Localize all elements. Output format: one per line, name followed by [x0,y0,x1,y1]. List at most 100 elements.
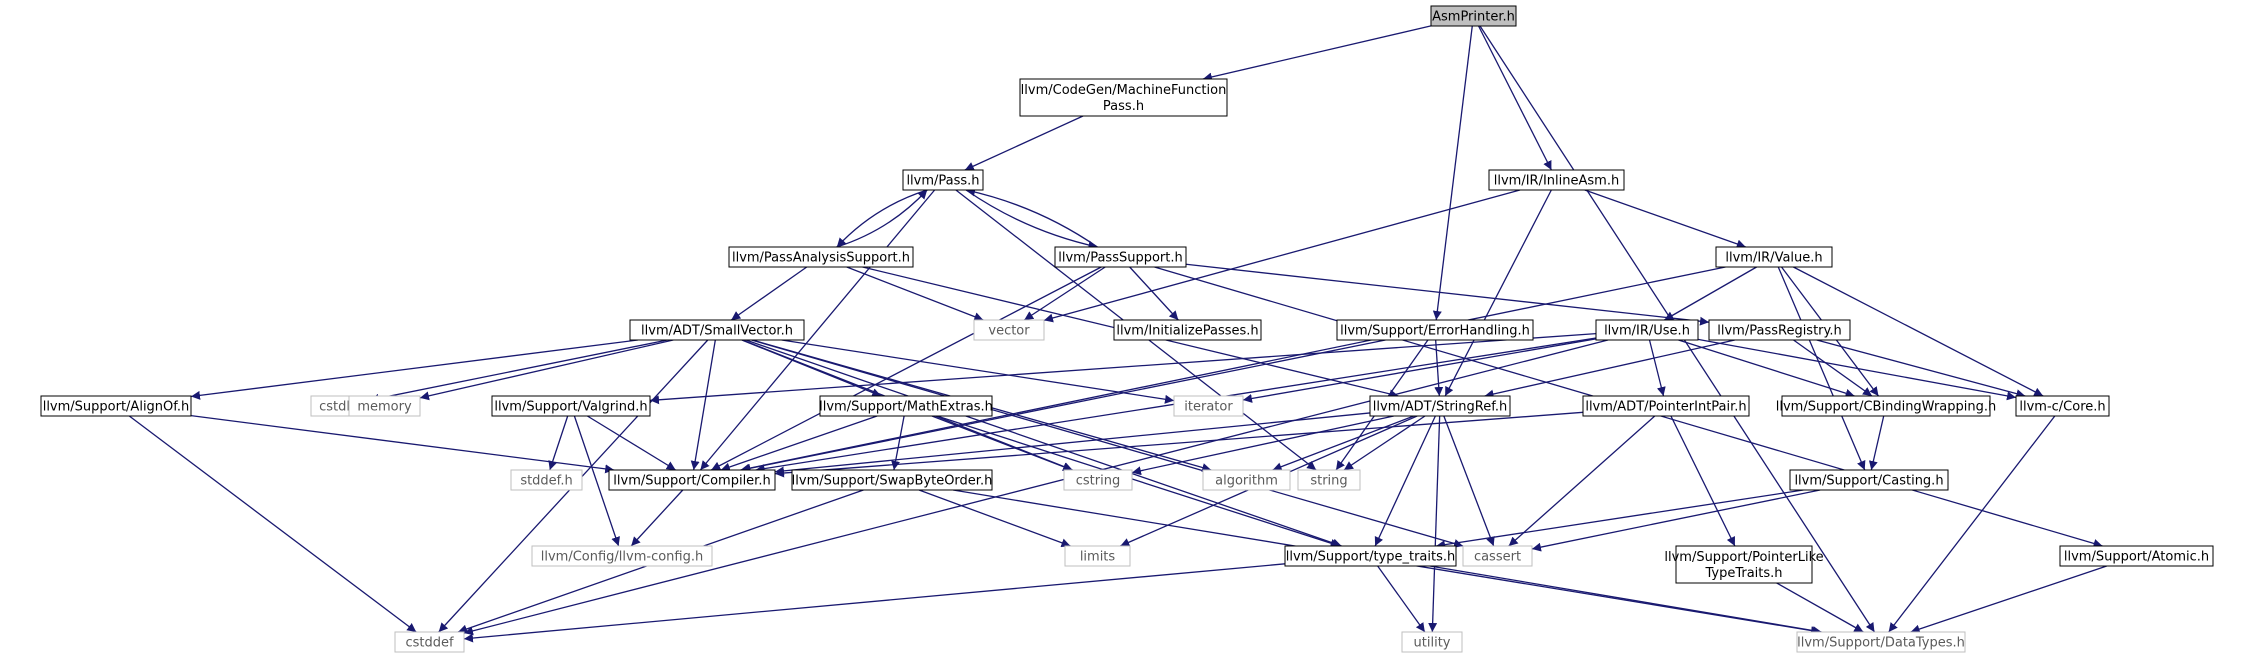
edge-stringref-to-string [1343,415,1426,471]
node-pointerlike-box [1675,545,1813,584]
node-passregistry-box [1708,319,1851,341]
node-vector: vector [973,319,1045,341]
node-smallvector-label: llvm/ADT/SmallVector.h [641,324,793,339]
node-passanalysis[interactable]: llvm/PassAnalysisSupport.h [728,246,914,268]
edge-smallvector-to-alignof [190,339,639,400]
edge-pointerintpair-to-cassert [1508,415,1656,547]
node-passregistry[interactable]: llvm/PassRegistry.h [1708,319,1851,341]
node-alignof-label: llvm/Support/AlignOf.h [43,400,190,415]
edge-iruse-to-cstddef [463,339,1609,636]
edge-stringref-to-algorithm [1272,415,1415,471]
edge-pass-to-compiler [699,189,936,471]
edge-errorhandling-to-compiler [741,339,1386,473]
node-errorhandling-box [1336,319,1534,341]
node-errorhandling[interactable]: llvm/Support/ErrorHandling.h [1336,319,1534,341]
node-swapbyteorder-box [791,469,993,491]
node-initpasses[interactable]: llvm/InitializePasses.h [1113,319,1262,341]
edge-mathextras-to-compiler [720,415,878,472]
node-vector-box [973,319,1045,341]
node-mathextras[interactable]: llvm/Support/MathExtras.h [819,395,993,417]
node-llvmccore[interactable]: llvm-c/Core.h [2015,395,2110,417]
node-atomic-box [2059,545,2214,567]
node-asmprinter-label: AsmPrinter.h [1432,10,1515,25]
edge-smallvector-to-iterator [781,339,1175,404]
edge-valgrind-to-llvmconfig [573,415,620,547]
node-passsupport[interactable]: llvm/PassSupport.h [1054,246,1187,268]
node-llvmccore-box [2015,395,2110,417]
node-pointerintpair[interactable]: llvm/ADT/PointerIntPair.h [1582,395,1750,417]
node-datatypes-label: llvm/Support/DataTypes.h [1797,636,1965,651]
node-swapbyteorder-label: llvm/Support/SwapByteOrder.h [792,474,993,489]
node-pointerlike-label-line2: TypeTraits.h [1704,566,1782,581]
node-inlineasm-label: llvm/IR/InlineAsm.h [1494,174,1619,189]
node-string: string [1297,469,1361,491]
node-iruse[interactable]: llvm/IR/Use.h [1595,319,1699,341]
node-llvmccore-label: llvm-c/Core.h [2019,400,2105,415]
node-iruse-box [1595,319,1699,341]
node-stringref-label: llvm/ADT/StringRef.h [1373,400,1507,415]
node-smallvector-box [629,319,805,341]
edge-passregistry-to-stringref [1484,339,1735,399]
node-stringref-box [1369,395,1511,417]
edge-compiler-to-llvmconfig [630,489,684,547]
edge-pointerlike-to-datatypes [1776,582,1864,633]
node-passregistry-label: llvm/PassRegistry.h [1717,324,1841,339]
edge-iruse-to-iterator [1242,338,1597,403]
edge-irvalue-to-iruse [1664,266,1757,321]
edge-asmprinter-to-errorhandling [1432,25,1473,321]
edge-mathextras-to-cstring [931,415,1073,471]
edge-stringref-to-utility [1428,415,1441,633]
edge-atomic-to-datatypes [1910,565,2107,634]
node-passsupport-box [1054,246,1187,268]
node-inlineasm[interactable]: llvm/IR/InlineAsm.h [1488,169,1625,191]
edge-valgrind-to-compiler [587,415,676,471]
edge-passregistry-to-cbindingwrapping [1793,339,1873,397]
node-cbindingwrapping[interactable]: llvm/Support/CBindingWrapping.h [1776,395,1997,417]
edge-smallvector-to-compiler [690,339,716,471]
node-cstddef-box [394,631,465,653]
node-typetraits[interactable]: llvm/Support/type_traits.h [1284,545,1457,567]
node-compiler[interactable]: llvm/Support/Compiler.h [608,469,776,491]
edge-inlineasm-to-vector [1043,189,1521,323]
node-algorithm-label: algorithm [1215,474,1278,489]
node-swapbyteorder[interactable]: llvm/Support/SwapByteOrder.h [791,469,993,491]
node-cassert-box [1462,545,1533,567]
node-limits-box [1064,545,1131,567]
node-alignof[interactable]: llvm/Support/AlignOf.h [40,395,192,417]
node-compiler-box [608,469,776,491]
node-asmprinter[interactable]: AsmPrinter.h [1430,5,1517,27]
edge-asmprinter-to-mfpass [1202,25,1432,82]
node-irvalue[interactable]: llvm/IR/Value.h [1715,246,1833,268]
node-algorithm-box [1202,469,1291,491]
edge-iruse-to-pointerintpair [1648,339,1666,397]
node-pass[interactable]: llvm/Pass.h [902,169,984,191]
node-pointerlike-label: llvm/Support/PointerLike [1664,550,1823,565]
node-string-label: string [1310,474,1347,489]
node-valgrind-box [491,395,651,417]
edge-smallvector-to-cstdlib [369,339,668,403]
node-vector-label: vector [988,324,1030,339]
edge-passsupport-to-initpasses [1129,266,1179,321]
edge-asmprinter-to-inlineasm [1477,25,1553,171]
node-stringref[interactable]: llvm/ADT/StringRef.h [1369,395,1511,417]
edge-pointerintpair-to-compiler [774,411,1584,478]
edge-smallvector-to-cassert [751,339,1464,548]
node-valgrind[interactable]: llvm/Support/Valgrind.h [491,395,651,417]
node-smallvector[interactable]: llvm/ADT/SmallVector.h [629,319,805,341]
edge-passsupport-to-pass [965,187,1098,248]
node-pass-box [902,169,984,191]
node-valgrind-label: llvm/Support/Valgrind.h [494,400,647,415]
edge-pass-to-passanalysis [836,189,928,248]
edge-passanalysis-to-smallvector [730,266,808,321]
edge-errorhandling-to-stringref [1434,339,1444,397]
edge-mathextras-to-typetraits [936,415,1340,548]
node-datatypes: llvm/Support/DataTypes.h [1796,631,1966,653]
edge-pointerintpair-to-pointerlike [1670,415,1736,547]
node-casting-label: llvm/Support/Casting.h [1794,474,1943,489]
node-casting[interactable]: llvm/Support/Casting.h [1789,469,1949,491]
node-cstddef-label: cstddef [405,636,454,651]
node-atomic[interactable]: llvm/Support/Atomic.h [2059,545,2214,567]
